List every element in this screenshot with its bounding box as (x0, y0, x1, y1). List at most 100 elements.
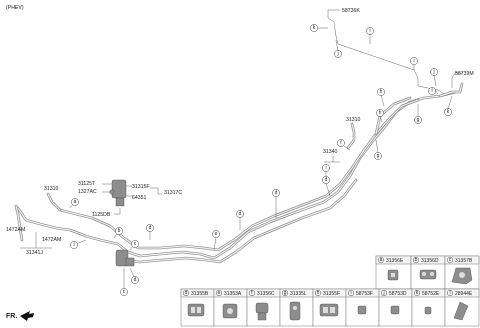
callout-c-upper-letter: c (134, 241, 137, 247)
label-1125db: 1125DB (92, 212, 111, 218)
callout-h-lower-letter: h (379, 110, 382, 116)
callout-f-letter: f (340, 140, 342, 146)
pump-cluster (115, 249, 135, 267)
label-58736k: 58736K (342, 8, 360, 14)
legend-d-code: 31355B (191, 291, 209, 297)
clip-58753f-icon (357, 305, 367, 315)
clip-31355b-icon (187, 303, 205, 317)
callout-g-upper (414, 116, 422, 124)
legend-part-drawings (187, 267, 473, 321)
callout-group: a l b c d d c e d d (69, 24, 453, 296)
legend-k-letter: k (416, 290, 419, 296)
callout-h-upper (377, 88, 385, 96)
callout-a-letter: a (74, 199, 77, 205)
legend-top-headers: a 31356E b 31356D c 31357B (377, 256, 473, 264)
callout-a (71, 198, 79, 206)
callout-g-upper-letter: g (417, 117, 420, 123)
clip-31357b-icon (451, 267, 473, 285)
legend-d-letter: d (185, 290, 188, 296)
callout-i-top (366, 27, 374, 35)
callout-d-5-letter: d (325, 177, 328, 183)
callout-i-mid (322, 164, 330, 172)
fr-arrow-icon (20, 311, 34, 321)
legend-f-letter: f (251, 290, 253, 296)
callout-i-right (410, 57, 418, 65)
callout-k-top (310, 24, 318, 32)
legend-a-code: 31356E (386, 258, 404, 264)
label-31317c: 31317C (164, 190, 182, 196)
label-31310-left: 31310 (44, 186, 59, 192)
callout-h-lower (376, 109, 384, 117)
legend-j-code: 58753D (389, 291, 407, 297)
legend-a-letter: a (380, 257, 383, 263)
callout-k-right (444, 108, 452, 116)
clip-31355f-icon (319, 303, 339, 317)
clip-31356d-icon (419, 269, 437, 280)
legend-c-circle (446, 256, 454, 264)
callout-i-right-letter: i (413, 58, 414, 64)
callout-l-right (428, 87, 436, 95)
callout-d-3-letter: d (239, 211, 242, 217)
callout-j-right-letter: j (432, 69, 434, 75)
label-31125t: 31125T (78, 181, 96, 187)
callout-k-top-letter: k (313, 25, 316, 31)
callout-j-right (430, 68, 438, 76)
clip-31356c-icon (255, 302, 269, 321)
callout-d-2-letter: d (134, 277, 137, 283)
label-58739m: 58739M (455, 71, 474, 77)
filler-pipe-right (346, 122, 356, 150)
clip-31335l-icon (289, 301, 301, 321)
legend-b-circle (412, 256, 420, 264)
callout-b (115, 227, 123, 235)
vent-pipe-left (14, 204, 24, 242)
callout-h-upper-letter: h (380, 89, 383, 95)
legend-k-code: 58752E (422, 291, 440, 297)
legend-i-code: 58753F (356, 291, 373, 297)
label-31340: 31340 (323, 149, 338, 155)
filler-pipe-left (46, 192, 62, 212)
callout-l-left (70, 241, 78, 249)
label-1327ac: 1327AC (78, 189, 97, 195)
label-31315f: 31315F (132, 184, 150, 190)
variant-label: (PHEV) (6, 5, 24, 11)
legend-bottom-headers: d 31355B e 31353A f 31356C g 31335L h 31… (182, 289, 473, 297)
legend-i-letter: i (350, 290, 351, 296)
legend-c-code: 31357B (455, 258, 473, 264)
callout-j-top-letter: j (336, 51, 338, 57)
label-31341j: 31341J (26, 250, 43, 256)
legend-h-code: 31355F (323, 291, 340, 297)
callout-g-lower (374, 152, 382, 160)
callout-c-lower-letter: c (123, 289, 126, 295)
callout-d-2 (131, 276, 139, 284)
label-64351: 64351 (132, 195, 147, 201)
vent-hose-58736k (327, 9, 445, 95)
callout-d-4-letter: d (275, 190, 278, 196)
callout-e-letter: e (215, 231, 218, 237)
clip-31353a-icon (222, 303, 238, 319)
canister-assembly (102, 179, 162, 215)
legend-g-code: 31335L (290, 291, 307, 297)
leader-31341j (20, 232, 52, 249)
callout-j-top (334, 50, 342, 58)
legend-a-circle (377, 256, 385, 264)
legend-g-letter: g (284, 290, 287, 296)
clip-58753d-icon (390, 305, 400, 315)
callout-d-5 (322, 176, 330, 184)
callout-l-right-letter: l (431, 88, 432, 94)
legend-c-letter: c (449, 257, 452, 263)
label-1472am-a: 1472AM (6, 227, 25, 233)
leader-31340 (324, 156, 340, 163)
legend-b-letter: b (415, 257, 418, 263)
callout-i-mid-letter: i (325, 165, 326, 171)
legend-h-letter: h (317, 290, 320, 296)
callout-f (337, 139, 345, 147)
legend-l-code: 28944E (455, 291, 473, 297)
legend-b-code: 31356D (421, 258, 439, 264)
callout-g-lower-letter: g (377, 153, 380, 159)
fr-label: FR. (6, 313, 17, 320)
callout-d-3 (236, 210, 244, 218)
vent-hose-58739m (451, 71, 463, 88)
callout-d-4 (272, 189, 280, 197)
legend-f-code: 31356C (257, 291, 275, 297)
